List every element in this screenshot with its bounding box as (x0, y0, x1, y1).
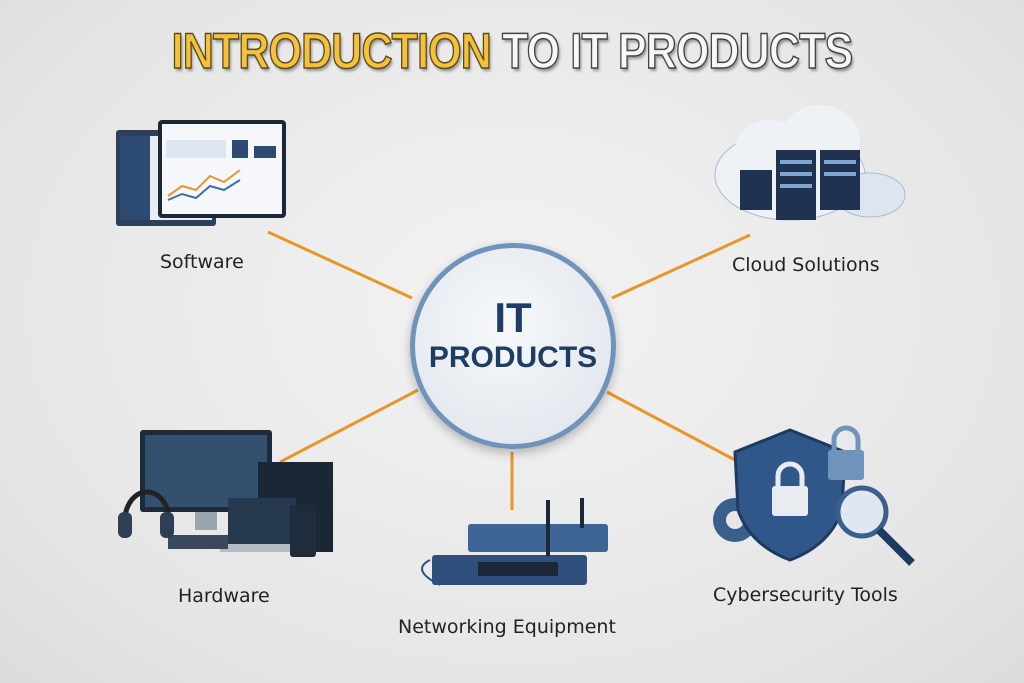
label-hardware: Hardware (178, 585, 270, 607)
shield-icon (713, 425, 915, 566)
connector-cloud (611, 233, 751, 300)
connector-software (267, 230, 413, 300)
connector-hardware (279, 388, 419, 464)
hub-line2: PRODUCTS (428, 341, 598, 374)
connectors (267, 230, 751, 510)
cloud-icon (714, 105, 906, 221)
label-software: Software (160, 251, 244, 273)
hub-it-products: IT PRODUCTS (410, 243, 616, 449)
label-cybersecurity: Cybersecurity Tools (713, 584, 898, 606)
hub-line1: IT (494, 294, 532, 341)
label-cloud: Cloud Solutions (732, 254, 880, 276)
networking-icon (421, 498, 608, 586)
title-rest: TO IT PRODUCTS (501, 22, 853, 80)
software-icon (116, 120, 286, 226)
hardware-icon (118, 430, 333, 557)
label-networking: Networking Equipment (398, 616, 616, 638)
page-title: INTRODUCTION TO IT PRODUCTS (72, 22, 953, 80)
connector-cybersecurity (606, 390, 736, 462)
title-highlight: INTRODUCTION (171, 22, 492, 80)
